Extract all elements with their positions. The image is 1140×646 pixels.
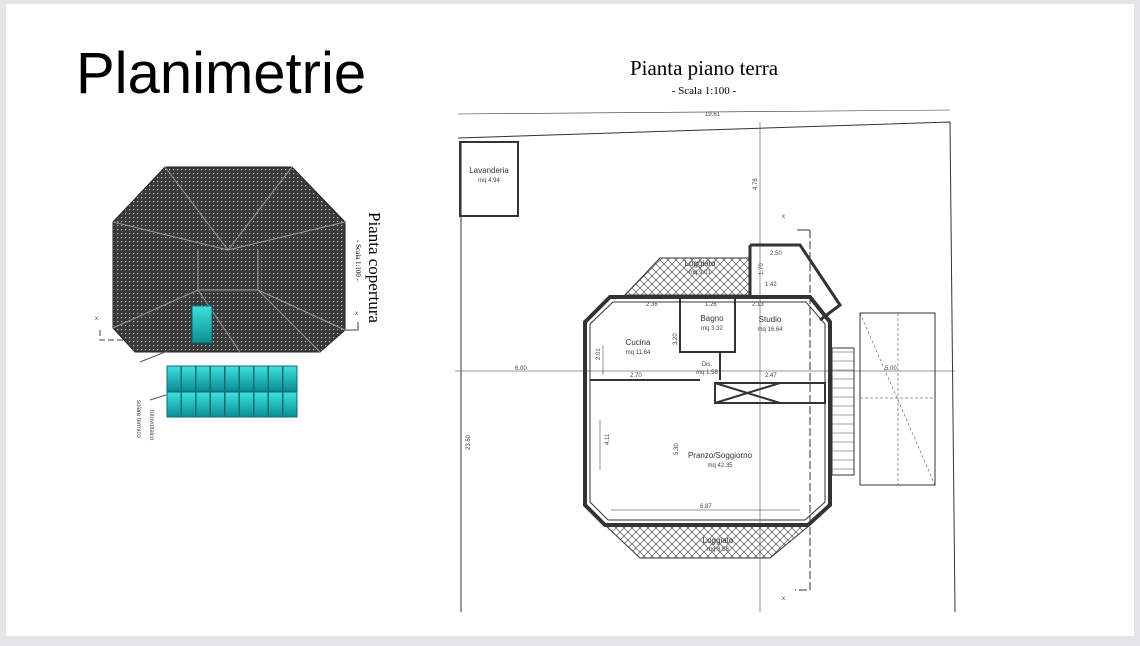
roof — [112, 166, 346, 353]
dim-front-setback: 4.78 — [753, 178, 759, 190]
room-name: Dis. — [702, 362, 713, 368]
solar-thermal-label: solare termico — [135, 400, 141, 438]
dim: 5.30 — [674, 443, 680, 455]
room-area: mq 16.64 — [757, 327, 783, 333]
solar-panel — [195, 391, 211, 418]
room-name: Pranzo/Soggiorno — [688, 451, 753, 460]
slide-title: Planimetrie — [76, 41, 367, 106]
room-area: mq 1.58 — [696, 370, 718, 376]
solar-panel — [166, 365, 182, 392]
solar-panel — [268, 391, 283, 418]
dim: 4.11 — [605, 433, 611, 445]
room-name: Loggiato — [685, 259, 716, 268]
section-marker-bottom: x — [782, 596, 785, 602]
solar-panel — [195, 365, 211, 392]
solar-panel — [181, 365, 196, 392]
section-marker-left: x — [95, 316, 98, 322]
roof-ridges — [112, 166, 346, 353]
solar-panel — [253, 365, 269, 392]
solar-panels — [166, 365, 298, 418]
dim: 2.50 — [770, 251, 782, 257]
lot-boundary — [457, 121, 956, 613]
dim: 2.13 — [752, 302, 764, 308]
roof-plan-title: Pianta copertura — [365, 212, 384, 323]
ground-plan-title: Pianta piano terra — [630, 56, 779, 80]
photovoltaic-label: fotovoltaico — [148, 410, 154, 441]
solar-panel — [268, 365, 283, 392]
solar-panel — [239, 365, 254, 392]
room-area: mq 11.64 — [626, 350, 651, 356]
dim-lot-width: 19.61 — [705, 112, 721, 118]
room-name: Cucina — [626, 338, 651, 347]
solar-panel — [282, 365, 298, 392]
room-name: Loggiato — [703, 536, 734, 545]
solar-panel — [224, 391, 240, 418]
room-area: mq 42.35 — [707, 463, 733, 469]
dim: 2.01 — [596, 348, 602, 360]
roof-plan: x x solare termico fotovoltaico Pianta c… — [95, 166, 384, 441]
room-area: mq 8.58 — [707, 547, 729, 553]
house-walls — [583, 295, 832, 527]
solar-panel — [239, 391, 254, 418]
dim: 1.42 — [765, 282, 777, 288]
section-marker-top: x — [782, 214, 785, 220]
dim: 1.26 — [705, 302, 717, 308]
ground-floor-plan: Pianta piano terra - Scala 1:100 - x x L… — [455, 56, 956, 613]
room-area: mq 3.32 — [701, 326, 723, 332]
solar-panel — [224, 365, 240, 392]
solar-panel — [282, 391, 298, 418]
stairs — [831, 347, 855, 476]
dim: 6.87 — [700, 504, 712, 510]
dim-side-setback: 6.00 — [515, 366, 527, 372]
ground-plan-scale: - Scala 1:100 - — [672, 85, 737, 97]
room-area: mq 4.94 — [478, 178, 500, 184]
dim: 2.70 — [630, 373, 642, 379]
solar-panel — [253, 391, 269, 418]
dim-pergola: 5.00 — [885, 366, 897, 372]
section-marker-right: x — [355, 311, 358, 317]
room-name: Studio — [759, 315, 782, 324]
room-name: Bagno — [700, 314, 724, 323]
dim: 2.47 — [765, 373, 777, 379]
dim: 1.70 — [759, 263, 765, 275]
pergola — [859, 312, 936, 486]
solar-panel — [210, 365, 225, 392]
laundry-room — [459, 141, 519, 217]
dim: 3.20 — [673, 333, 679, 345]
solar-panel — [210, 391, 225, 418]
dim: 2.36 — [646, 302, 658, 308]
solar-panel — [166, 391, 182, 418]
dim-lot-depth: 23.50 — [466, 434, 472, 450]
room-name: Lavanderia — [469, 166, 509, 175]
skylight — [191, 305, 213, 344]
roof-plan-scale: - Scala 1:100 - — [354, 240, 362, 282]
room-area: mq 9.01 — [689, 270, 711, 276]
solar-panel — [181, 391, 196, 418]
